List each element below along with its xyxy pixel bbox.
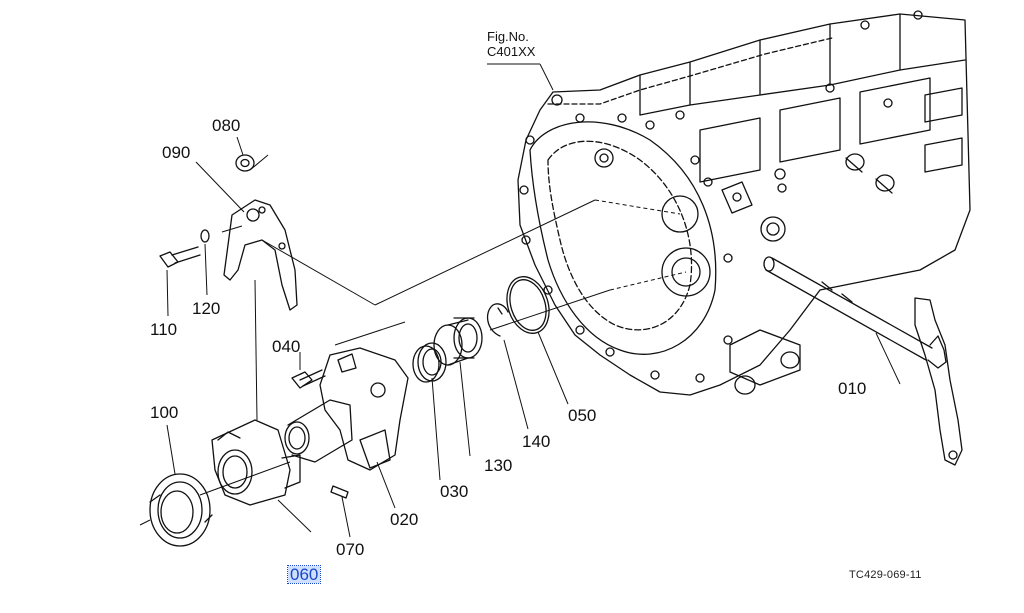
bolt-040 (291, 369, 326, 389)
part-label-030[interactable]: 030 (440, 482, 469, 501)
part-label-050[interactable]: 050 (568, 406, 597, 425)
shift-fork-090 (223, 199, 298, 311)
seal-030 (412, 342, 447, 383)
pin-070 (330, 485, 349, 499)
bolt-110 (159, 246, 201, 268)
snap-ring-140 (486, 303, 509, 337)
drawing-id: TC429-069-11 (849, 569, 922, 581)
part-label-070[interactable]: 070 (336, 540, 365, 559)
part-label-100[interactable]: 080 (212, 116, 241, 135)
part-label-080[interactable]: 100 (150, 403, 179, 422)
part-label-090[interactable]: 090 (162, 143, 191, 162)
release-bearing-060 (211, 419, 301, 506)
needle-bearing-130 (433, 317, 483, 366)
part-label-020[interactable]: 020 (390, 510, 419, 529)
figure-label: Fig.No. (487, 29, 529, 44)
part-label-040[interactable]: 040 (272, 337, 301, 356)
part-label-010[interactable]: 010 (838, 379, 867, 398)
washer-120 (200, 229, 210, 243)
transmission-housing (517, 10, 971, 396)
nut-100 (235, 154, 255, 172)
part-label-110[interactable]: 110 (150, 320, 178, 339)
part-label-120[interactable]: 120 (192, 299, 221, 318)
part-label-060[interactable]: 060 (286, 565, 322, 584)
part-label-130[interactable]: 130 (484, 456, 513, 475)
shift-shaft-010 (763, 256, 963, 466)
oil-seal-080 (149, 473, 213, 547)
bearing-holder-020 (284, 347, 409, 471)
figure-number: Fig.No. C401XX (487, 29, 535, 59)
figure-code: C401XX (487, 44, 536, 59)
o-ring-050 (506, 276, 550, 334)
part-label-140[interactable]: 140 (522, 432, 551, 451)
